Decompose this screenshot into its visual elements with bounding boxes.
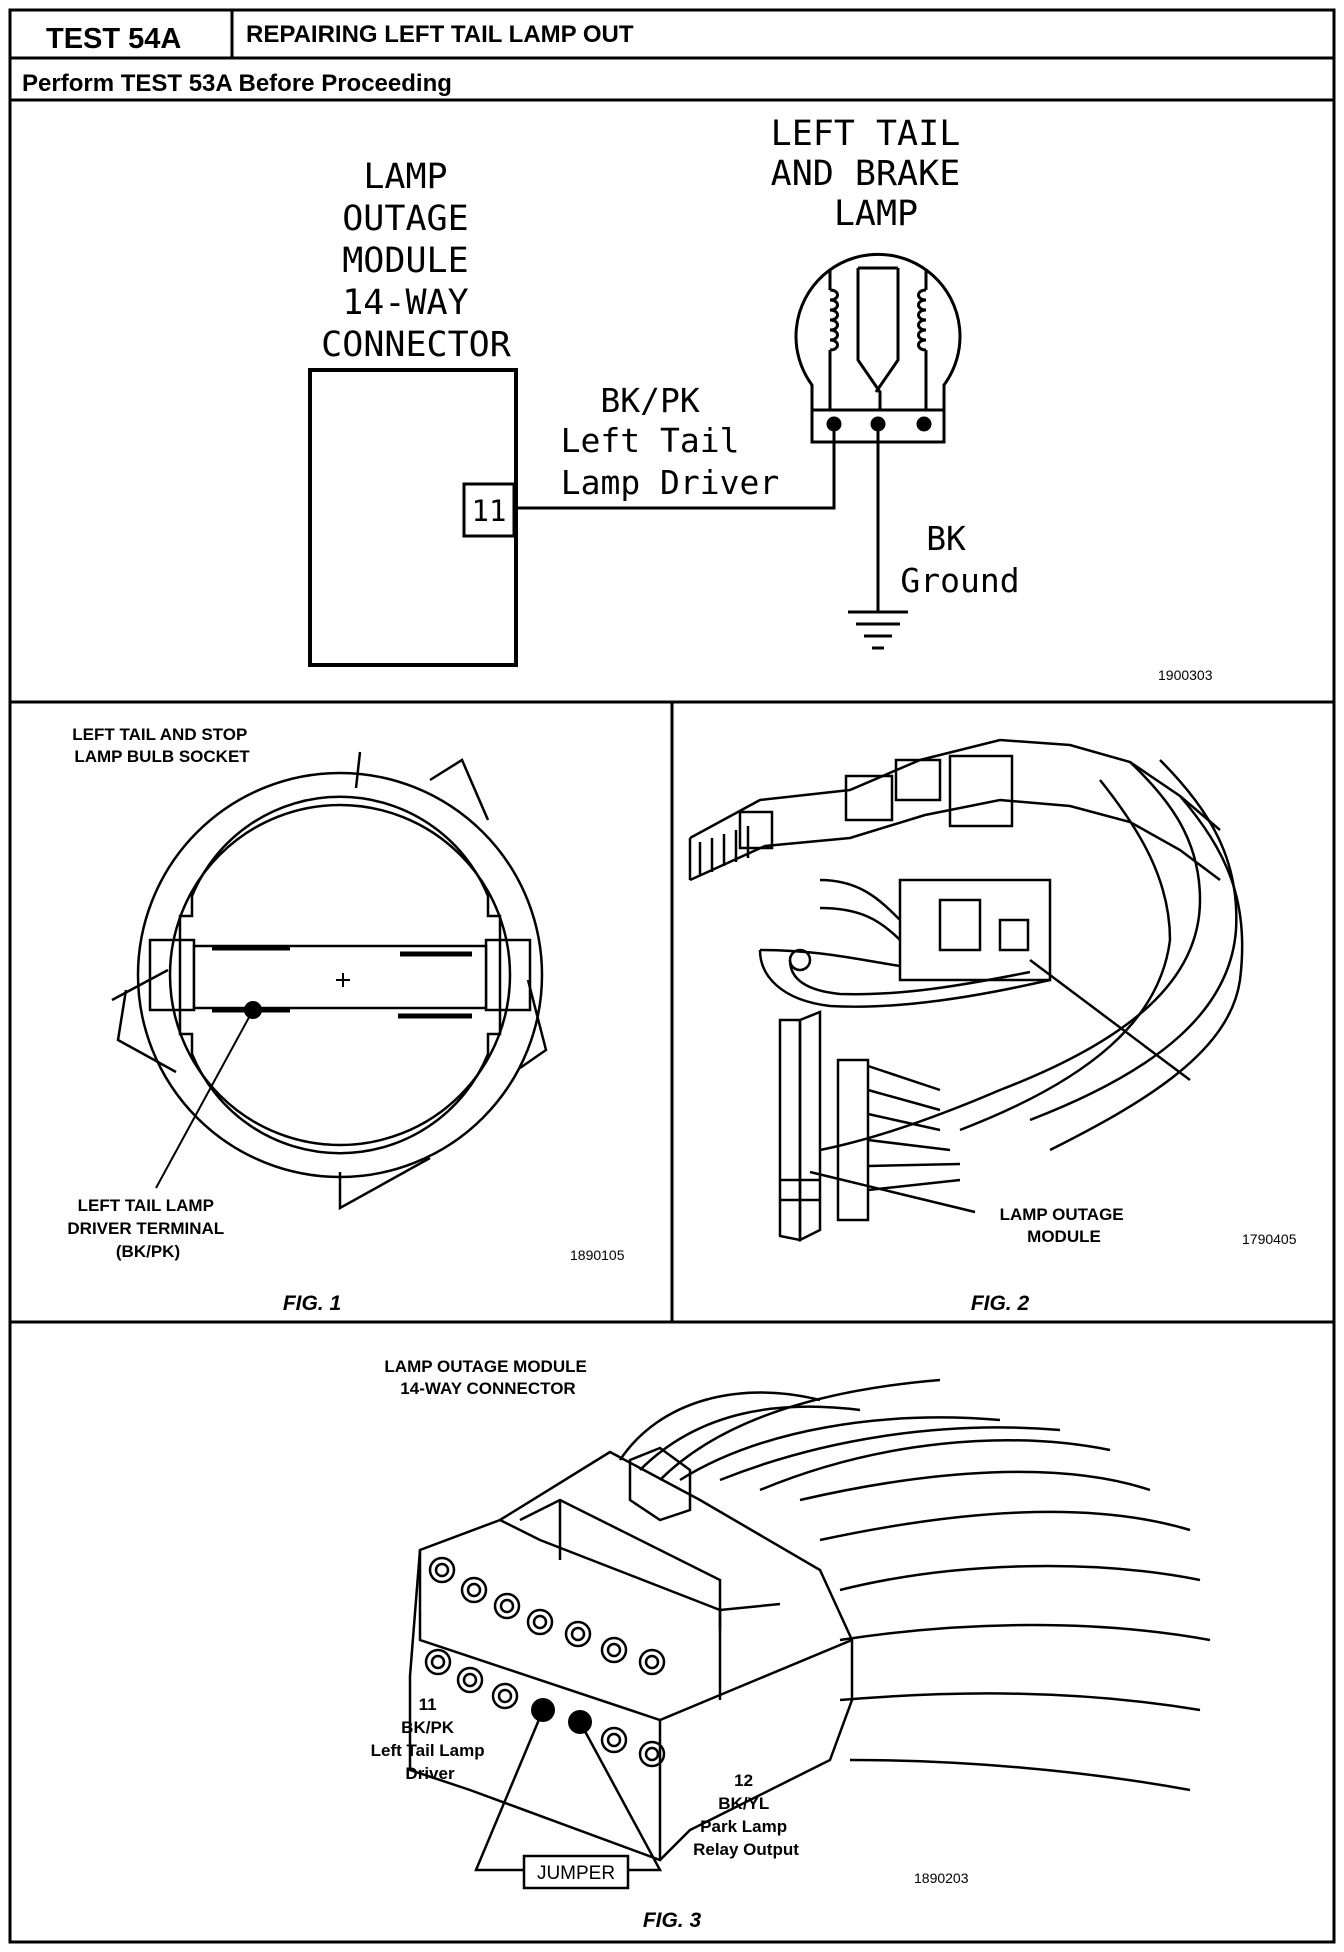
wire-label-line: Left Tail bbox=[561, 421, 740, 460]
fig3-pin11-line: Driver bbox=[405, 1764, 455, 1783]
lom-leader-line bbox=[809, 1170, 976, 1214]
jumper-label: JUMPER bbox=[537, 1863, 615, 1884]
fig1-title-line: LEFT TAIL AND STOP bbox=[72, 725, 247, 744]
fig2-lom-line: LAMP OUTAGE bbox=[1000, 1205, 1124, 1224]
fig2-panel: LAMP OUTAGE MODULE 1790405 FIG. 2 bbox=[688, 738, 1297, 1315]
pin-11-box bbox=[462, 482, 516, 538]
ground-label: BK Ground bbox=[900, 519, 1019, 600]
wire-label-line: Lamp Driver bbox=[561, 463, 780, 502]
fig3-title-line: 14-WAY CONNECTOR bbox=[400, 1379, 575, 1398]
fig1-callout-line: LEFT TAIL LAMP bbox=[78, 1196, 214, 1215]
fig2-lom-line: MODULE bbox=[1027, 1227, 1101, 1246]
fig1-panel: LEFT TAIL AND STOP LAMP BULB SOCKET LEFT… bbox=[67, 725, 624, 1315]
connector-illustration bbox=[408, 1378, 1211, 1862]
ground-label-line: Ground bbox=[900, 561, 1019, 600]
fig3-pin12-label: 12 BK/YL Park Lamp Relay Output bbox=[693, 1771, 799, 1859]
pin-11-label: 11 bbox=[472, 494, 507, 528]
bulb-socket-drawing bbox=[111, 751, 548, 1211]
fig2-caption: FIG. 2 bbox=[971, 1292, 1030, 1315]
lamp-label-line: AND BRAKE bbox=[771, 154, 961, 194]
lamp-label-line: LAMP bbox=[834, 194, 918, 234]
fig1-ref: 1890105 bbox=[570, 1247, 625, 1263]
lamp-bulb-symbol bbox=[794, 252, 962, 444]
ground-label-line: BK bbox=[926, 519, 966, 558]
fig2-lom-label: LAMP OUTAGE MODULE bbox=[1000, 1205, 1129, 1246]
fig1-callout: LEFT TAIL LAMP DRIVER TERMINAL (BK/PK) bbox=[67, 1196, 228, 1261]
vtss-leader-line bbox=[1029, 959, 1191, 1081]
schematic-ref: 1900303 bbox=[1158, 667, 1213, 683]
fig3-pin11-line: 11 bbox=[419, 1695, 437, 1714]
dash-wiring-illustration bbox=[688, 738, 1244, 1243]
module-label-line: CONNECTOR bbox=[321, 325, 512, 365]
module-label-line: 14-WAY bbox=[342, 283, 468, 323]
fig3-panel: LAMP OUTAGE MODULE 14-WAY CONNECTOR bbox=[371, 1357, 1211, 1932]
fig3-ref: 1890203 bbox=[914, 1870, 969, 1886]
fig3-caption: FIG. 3 bbox=[643, 1909, 702, 1932]
schematic-panel: 11 LAMP OUTAGE MODULE 14-WAY CONNECTOR L… bbox=[10, 114, 1334, 704]
module-label: LAMP OUTAGE MODULE 14-WAY CONNECTOR bbox=[321, 157, 512, 365]
fig3-title: LAMP OUTAGE MODULE 14-WAY CONNECTOR bbox=[384, 1357, 591, 1398]
fig3-pin11-label: 11 BK/PK Left Tail Lamp Driver bbox=[371, 1695, 490, 1783]
fig3-pin12-line: 12 bbox=[734, 1771, 753, 1790]
prerequisite-note: Perform TEST 53A Before Proceeding bbox=[22, 70, 452, 97]
lamp-label: LEFT TAIL AND BRAKE LAMP bbox=[771, 114, 982, 234]
fig1-title-line: LAMP BULB SOCKET bbox=[74, 747, 250, 766]
wire-label-line: BK/PK bbox=[600, 381, 699, 420]
fig3-pin12-line: BK/YL bbox=[718, 1794, 769, 1813]
fig3-pin11-line: BK/PK bbox=[401, 1718, 455, 1737]
jumper-box bbox=[522, 1854, 630, 1890]
fig1-leader-line bbox=[155, 1009, 254, 1189]
fig2-ref: 1790405 bbox=[1242, 1231, 1297, 1247]
lamp-label-line: LEFT TAIL bbox=[771, 114, 961, 154]
fig3-pin12-line: Park Lamp bbox=[700, 1817, 787, 1836]
wire-label: BK/PK Left Tail Lamp Driver bbox=[561, 381, 780, 502]
test-title: REPAIRING LEFT TAIL LAMP OUT bbox=[246, 21, 634, 48]
module-label-line: LAMP bbox=[363, 157, 447, 197]
fig3-pin12-line: Relay Output bbox=[693, 1840, 799, 1859]
wires bbox=[516, 424, 908, 650]
module-label-line: MODULE bbox=[342, 241, 468, 281]
jumper-wire bbox=[474, 1709, 663, 1872]
fig1-caption: FIG. 1 bbox=[283, 1292, 341, 1315]
fig1-title: LEFT TAIL AND STOP LAMP BULB SOCKET bbox=[72, 725, 251, 766]
fig1-callout-line: (BK/PK) bbox=[116, 1242, 180, 1261]
fig1-callout-line: DRIVER TERMINAL bbox=[67, 1219, 223, 1238]
test-id: TEST 54A bbox=[46, 23, 181, 55]
connector-box bbox=[308, 368, 518, 667]
module-label-line: OUTAGE bbox=[342, 199, 468, 239]
header bbox=[8, 8, 1336, 1944]
fig3-title-line: LAMP OUTAGE MODULE bbox=[384, 1357, 586, 1376]
fig3-pin11-line: Left Tail Lamp bbox=[371, 1741, 485, 1760]
